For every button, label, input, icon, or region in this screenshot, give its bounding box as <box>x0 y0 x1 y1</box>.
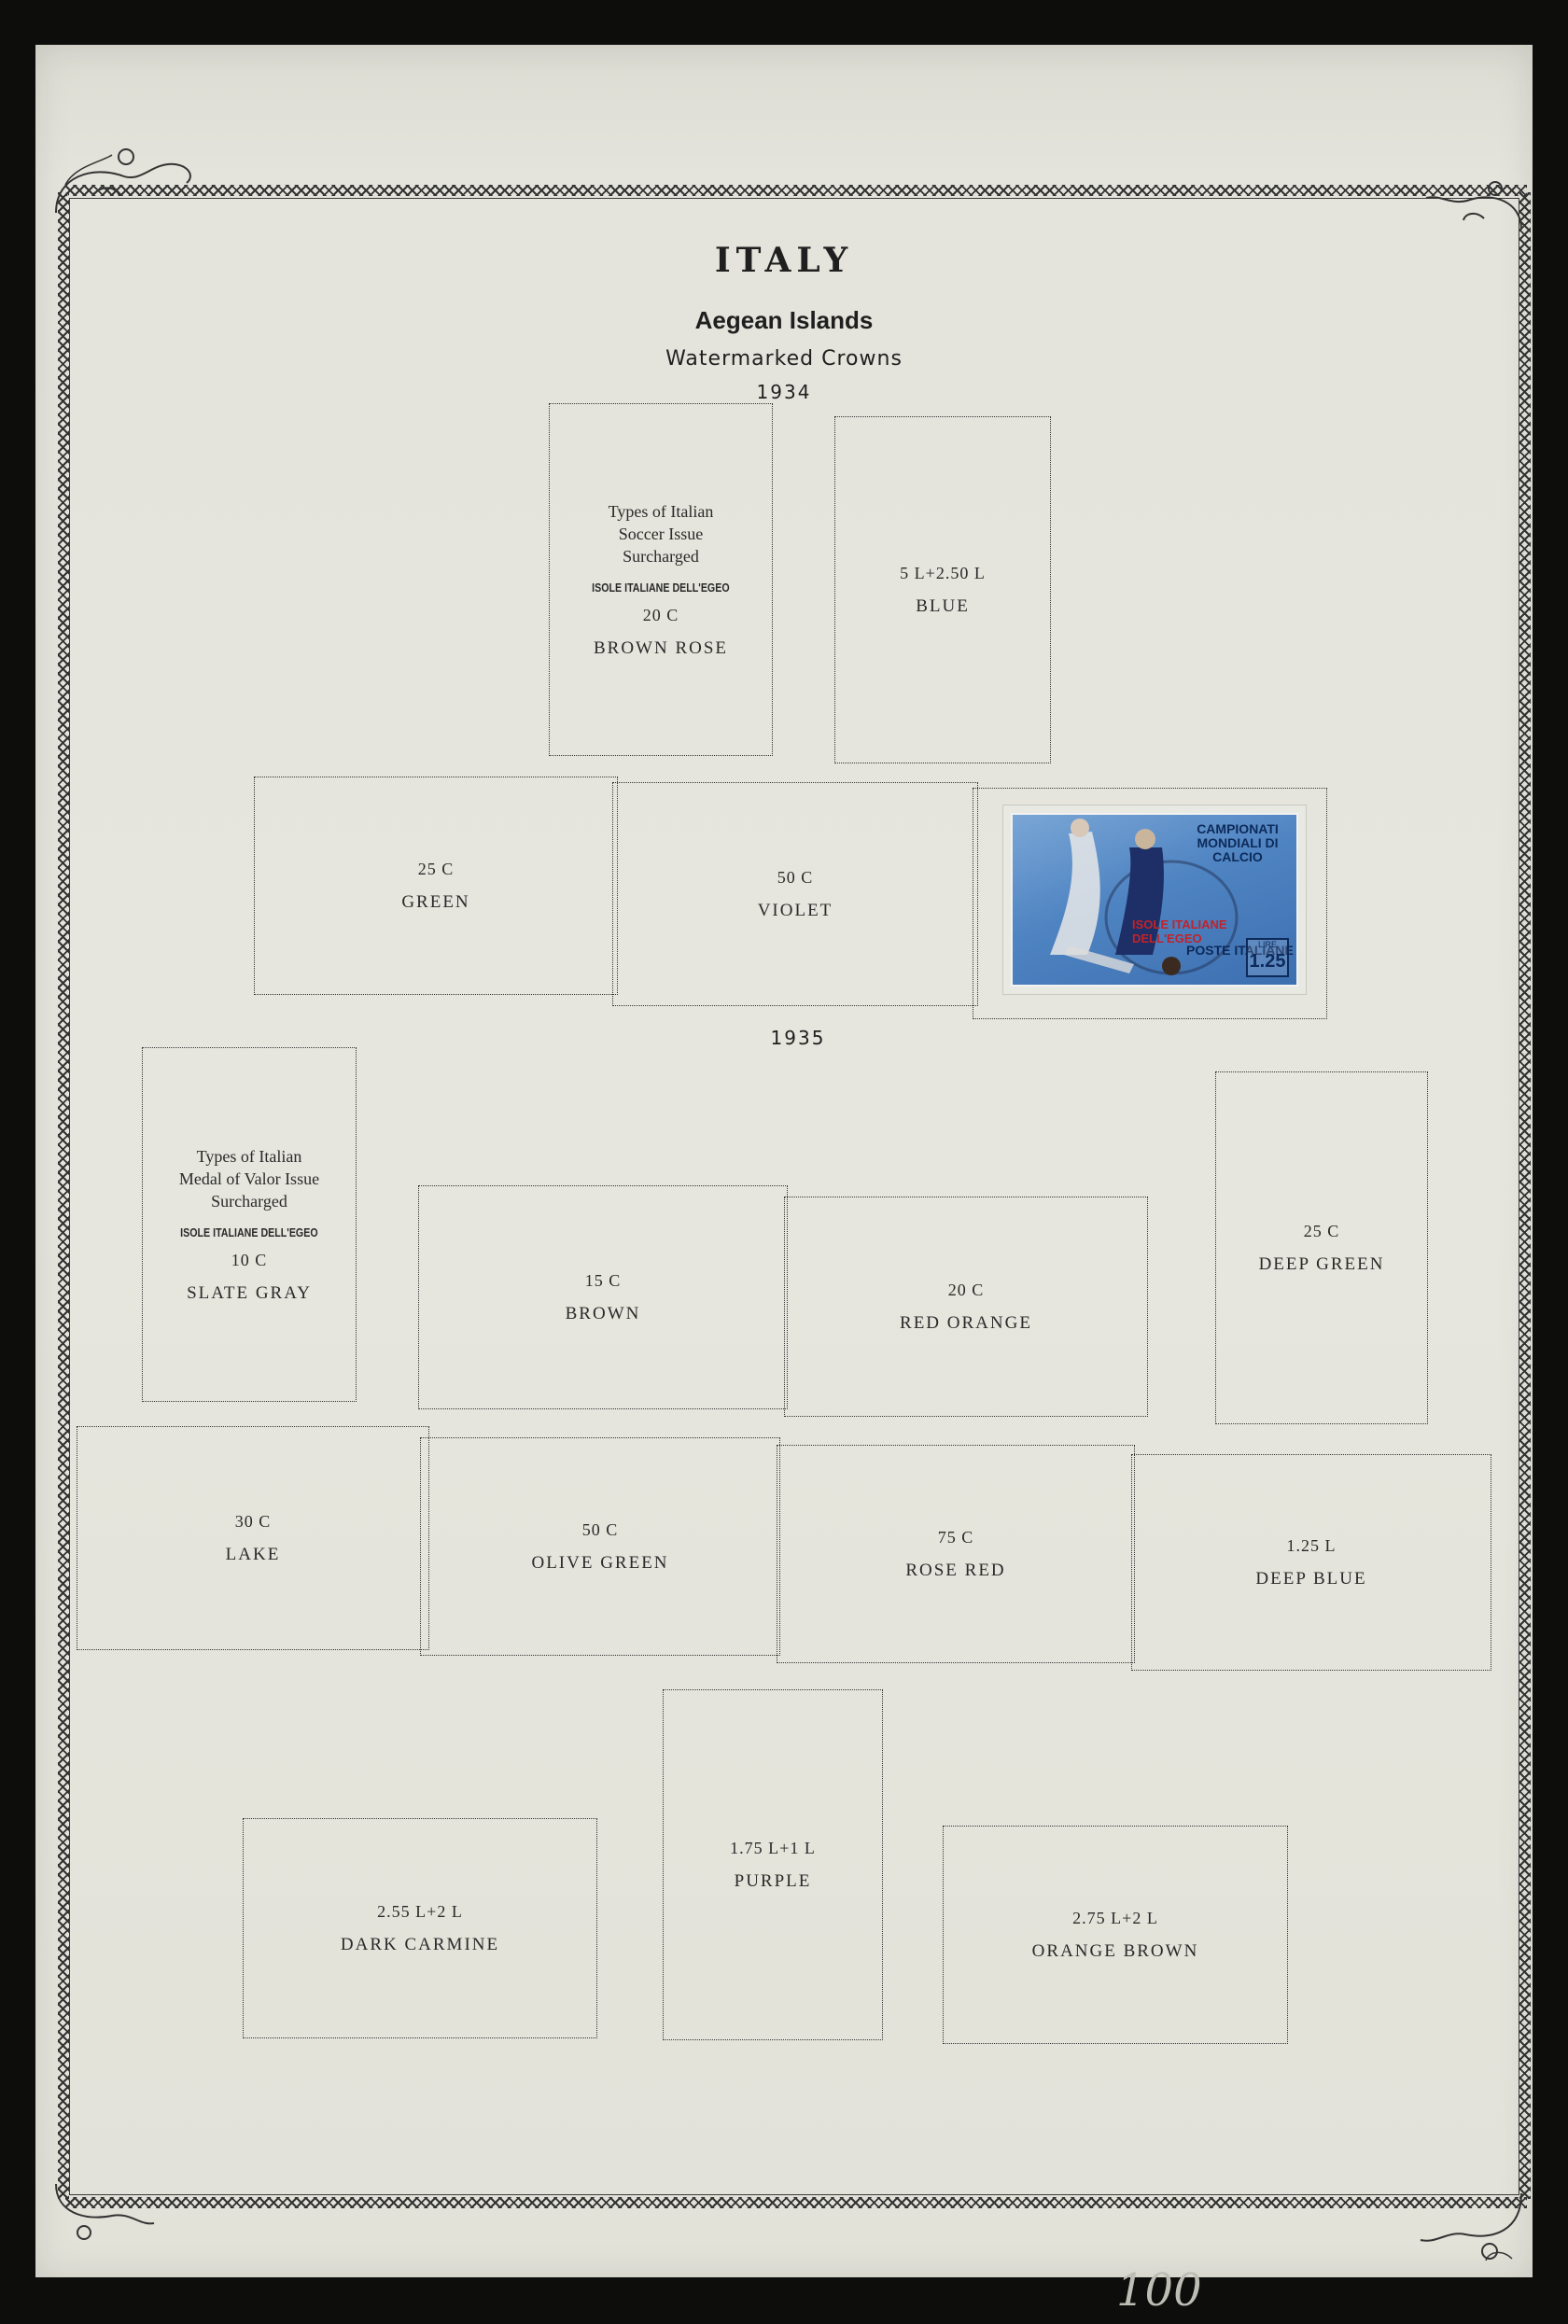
stamp-color: BROWN <box>565 1303 641 1323</box>
inner-frame-rule <box>69 198 1519 2195</box>
stamp-denomination: 50 C <box>777 867 814 887</box>
stamp-denomination: 75 C <box>937 1527 974 1547</box>
intro-line-3: Surcharged <box>211 1192 287 1211</box>
intro-line-1: Types of Italian <box>608 502 714 521</box>
stamp-color: OLIVE GREEN <box>531 1552 669 1573</box>
intro-line-2: Medal of Valor Issue <box>178 1169 320 1188</box>
overprint-sample: ISOLE ITALIANE DELL'EGEO <box>592 581 730 595</box>
stamp-overprint: ISOLE ITALIANE DELL'EGEO <box>1132 917 1227 945</box>
stamp-denomination: 20 C <box>947 1280 985 1299</box>
stamp-denomination: 2.55 L+2 L <box>377 1901 463 1921</box>
stamp-denomination: 25 C <box>1303 1221 1340 1240</box>
pencil-page-number: 100 <box>1116 2264 1202 2317</box>
top-right-flourish-icon <box>1425 181 1522 231</box>
stamp-lire-label: LIRE <box>1257 940 1277 949</box>
mounted-stamp-1-25-lire: CAMPIONATI MONDIALI DI CALCIO ISOLE ITAL… <box>1002 805 1307 995</box>
stamp-image: CAMPIONATI MONDIALI DI CALCIO ISOLE ITAL… <box>1011 813 1298 987</box>
stamp-denomination: 1.75 L+1 L <box>730 1838 816 1857</box>
stamp-denomination: 30 C <box>234 1511 272 1531</box>
stamp-denomination: 20 C <box>642 606 679 624</box>
album-page <box>35 45 1533 2277</box>
stamp-space-5l-blue: 5 L+2.50 L BLUE <box>834 416 1051 763</box>
stamp-denomination: 1.25 L <box>1286 1535 1337 1555</box>
stamp-color: GREEN <box>401 891 470 912</box>
stamp-color: SLATE GRAY <box>187 1283 312 1303</box>
stamp-value: 1.25 <box>1249 951 1286 972</box>
intro-line-1: Types of Italian <box>196 1147 302 1166</box>
stamp-space-mounted <box>973 788 1327 1019</box>
region-heading: Aegean Islands <box>694 306 874 334</box>
stamp-space-intro-1935: Types of Italian Medal of Valor Issue Su… <box>142 1047 357 1402</box>
stamp-denomination: 15 C <box>584 1270 622 1290</box>
page-title: ITALY <box>714 241 854 280</box>
stamp-denomination: 2.75 L+2 L <box>1072 1908 1158 1927</box>
intro-line-3: Surcharged <box>623 547 699 566</box>
stamp-space-20c-red-orange: 20 C RED ORANGE <box>784 1197 1148 1417</box>
intro-line-2: Soccer Issue <box>618 525 704 543</box>
stamp-space-50c-violet: 50 C VIOLET <box>612 782 978 1006</box>
stamp-space-25c-green: 25 C GREEN <box>254 777 618 995</box>
stamp-denomination: 50 C <box>581 1519 619 1539</box>
stamp-space-15c-brown: 15 C BROWN <box>418 1185 788 1409</box>
soccer-players-icon <box>1050 819 1239 975</box>
stamp-denomination: 25 C <box>417 859 455 878</box>
stamp-color: RED ORANGE <box>900 1312 1032 1333</box>
right-border-pattern <box>1519 192 1531 2199</box>
overprint-sample: ISOLE ITALIANE DELL'EGEO <box>180 1225 318 1239</box>
stamp-space-2-75l-orange-brown: 2.75 L+2 L ORANGE BROWN <box>943 1826 1288 2044</box>
stamp-color: LAKE <box>225 1544 281 1564</box>
stamp-space-75c-rose-red: 75 C ROSE RED <box>777 1445 1135 1663</box>
stamp-space-30c-lake: 30 C LAKE <box>77 1426 429 1650</box>
stamp-space-2-55l-dark-carmine: 2.55 L+2 L DARK CARMINE <box>243 1818 597 2038</box>
bottom-border-pattern <box>65 2197 1527 2208</box>
bottom-left-flourish-icon <box>55 2183 155 2240</box>
stamp-color: DEEP BLUE <box>1255 1568 1367 1589</box>
stamp-color: DEEP GREEN <box>1258 1253 1385 1274</box>
year-heading-1935: 1935 <box>770 1027 826 1049</box>
stamp-color: ORANGE BROWN <box>1031 1940 1199 1961</box>
stamp-denomination: 10 C <box>231 1251 268 1269</box>
stamp-color: BROWN ROSE <box>593 638 729 658</box>
stamp-value-tablet: LIRE 1.25 <box>1246 938 1289 977</box>
stamp-space-intro-1934: Types of Italian Soccer Issue Surcharged… <box>549 403 773 756</box>
top-border-pattern <box>65 185 1527 196</box>
stamp-color: VIOLET <box>757 900 833 920</box>
stamp-space-1-75l-purple: 1.75 L+1 L PURPLE <box>663 1689 883 2040</box>
stamp-inscription: CAMPIONATI MONDIALI DI CALCIO <box>1197 821 1279 864</box>
bottom-right-flourish-icon <box>1420 2192 1522 2261</box>
stamp-denomination: 5 L+2.50 L <box>900 563 986 582</box>
stamp-poste-italiane: POSTE ITALIANE <box>1186 943 1294 958</box>
year-heading-1934: 1934 <box>756 381 812 403</box>
left-border-pattern <box>58 192 69 2199</box>
stamp-color: BLUE <box>916 595 970 616</box>
stamp-space-25c-deep-green: 25 C DEEP GREEN <box>1215 1071 1428 1424</box>
stamp-color: DARK CARMINE <box>340 1934 500 1954</box>
top-left-flourish-icon <box>55 148 191 214</box>
stamp-color: ROSE RED <box>905 1560 1006 1580</box>
stamp-color: PURPLE <box>734 1870 812 1891</box>
stamp-space-50c-olive-green: 50 C OLIVE GREEN <box>420 1437 780 1656</box>
watermark-subheading: Watermarked Crowns <box>665 347 903 371</box>
stamp-space-1-25l-deep-blue: 1.25 L DEEP BLUE <box>1131 1454 1491 1671</box>
